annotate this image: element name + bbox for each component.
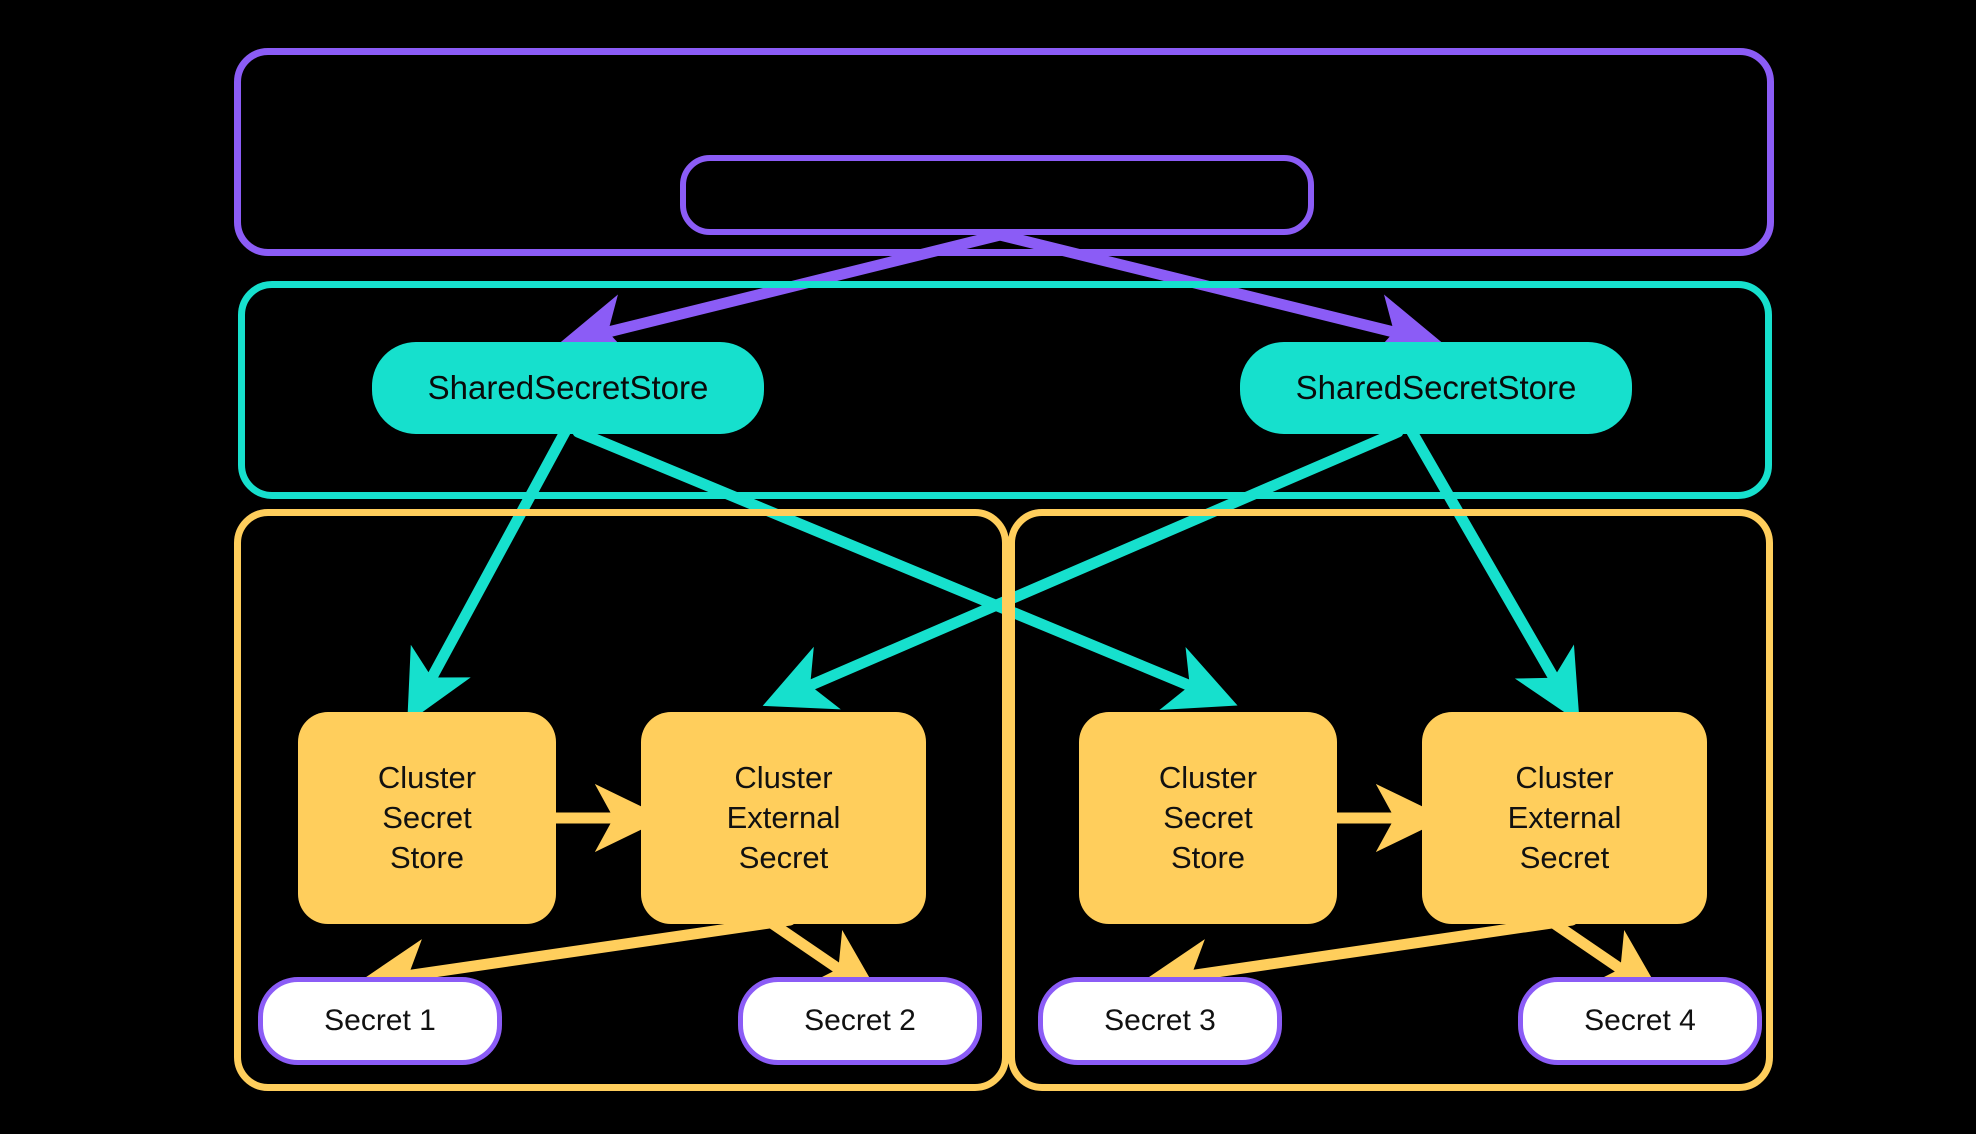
cluster-external-secret-right-line1: Cluster	[1515, 760, 1614, 796]
secret-4[interactable]: Secret 4	[1518, 977, 1762, 1065]
root-pill[interactable]	[680, 155, 1314, 235]
edge-cesL-to-secret1	[357, 914, 796, 1007]
cluster-secret-store-left-line2: Secret	[382, 800, 472, 836]
cluster-external-secret-left[interactable]: Cluster External Secret	[641, 712, 926, 924]
cluster-secret-store-left[interactable]: Cluster Secret Store	[298, 712, 556, 924]
cluster-external-secret-left-line2: External	[726, 800, 841, 836]
cluster-secret-store-right-line2: Secret	[1163, 800, 1253, 836]
group-top-purple[interactable]	[234, 48, 1774, 256]
shared-secret-store-left[interactable]: SharedSecretStore	[372, 342, 764, 434]
shared-secret-store-right[interactable]: SharedSecretStore	[1240, 342, 1632, 434]
cluster-external-secret-right-line2: External	[1507, 800, 1622, 836]
edge-cesL-to-secret2	[764, 916, 882, 998]
secret-2[interactable]: Secret 2	[738, 977, 982, 1065]
edge-storeL-to-cluster-secret-store-right	[572, 426, 1238, 711]
cluster-secret-store-right[interactable]: Cluster Secret Store	[1079, 712, 1337, 924]
cluster-secret-store-left-line3: Store	[389, 839, 465, 875]
cluster-secret-store-left-line1: Cluster	[377, 760, 477, 796]
edge-storeL-to-cluster-secret-store-left	[407, 426, 571, 723]
group-bottom-right-yellow[interactable]	[1008, 509, 1773, 1091]
secret-3[interactable]: Secret 3	[1038, 977, 1282, 1065]
group-middle-teal[interactable]	[238, 281, 1772, 499]
cluster-external-secret-right[interactable]: Cluster External Secret	[1422, 712, 1707, 924]
edge-cesR-to-secret4	[1546, 916, 1664, 998]
cluster-secret-store-right-line1: Cluster	[1158, 760, 1258, 796]
edge-storeR-to-cluster-external-secret-left	[762, 426, 1404, 710]
secret-1[interactable]: Secret 1	[258, 977, 502, 1065]
edge-storeR-to-cluster-external-secret-right	[1406, 426, 1580, 723]
group-bottom-left-yellow[interactable]	[234, 509, 1009, 1091]
cluster-external-secret-right-line3: Secret	[1519, 839, 1610, 875]
cluster-external-secret-left-line1: Cluster	[734, 760, 833, 796]
cluster-external-secret-left-line3: Secret	[738, 839, 829, 875]
cluster-secret-store-right-line3: Store	[1170, 839, 1246, 875]
edge-cesR-to-secret3	[1140, 914, 1578, 1007]
